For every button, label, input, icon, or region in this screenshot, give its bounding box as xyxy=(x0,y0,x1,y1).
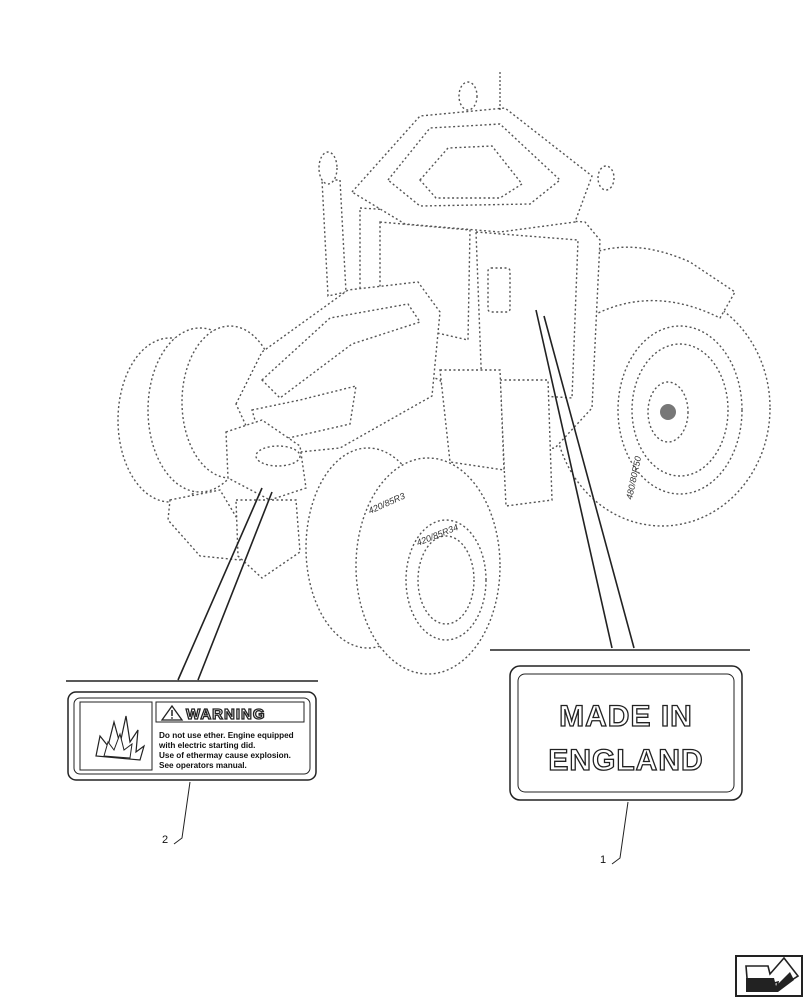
cab-steps xyxy=(499,379,553,507)
callout-1: 1 xyxy=(600,801,629,866)
beacon-right xyxy=(597,165,615,191)
warning-line-1: Do not use ether. Engine equipped xyxy=(159,731,294,740)
callout-2: 2 xyxy=(162,781,191,846)
warning-line-4: See operators manual. xyxy=(159,761,247,770)
warning-line-3: Use of ethermay cause explosion. xyxy=(159,751,291,760)
rear-right-wheel: 480/80R50 xyxy=(553,289,771,527)
made-in-text: MADE IN xyxy=(559,700,693,733)
mirror xyxy=(487,267,511,313)
warning-triangle-icon xyxy=(160,704,184,721)
callout-number-1: 1 xyxy=(600,854,606,866)
exhaust-stack xyxy=(321,179,347,297)
tractor-illustration: 480/80R50 xyxy=(117,72,771,675)
england-text: ENGLAND xyxy=(548,744,703,777)
callout-number-2: 2 xyxy=(162,834,168,846)
headlight xyxy=(255,445,301,467)
warning-title: WARNING xyxy=(186,706,266,723)
made-in-england-decal: MADE IN ENGLAND xyxy=(509,665,743,801)
front-left-wheels: 420/85R34 420/85R3 xyxy=(305,447,501,675)
leader-lines xyxy=(66,309,750,682)
warning-line-2: with electric starting did. xyxy=(158,741,255,750)
rear-left-wheels xyxy=(117,325,279,503)
front-hitch xyxy=(167,489,251,561)
beacon-left xyxy=(458,81,478,111)
next-page-arrow-icon[interactable] xyxy=(735,955,803,997)
explosion-icon xyxy=(79,701,153,771)
warning-decal: WARNING Do not use ether. Engine equippe… xyxy=(67,691,317,781)
